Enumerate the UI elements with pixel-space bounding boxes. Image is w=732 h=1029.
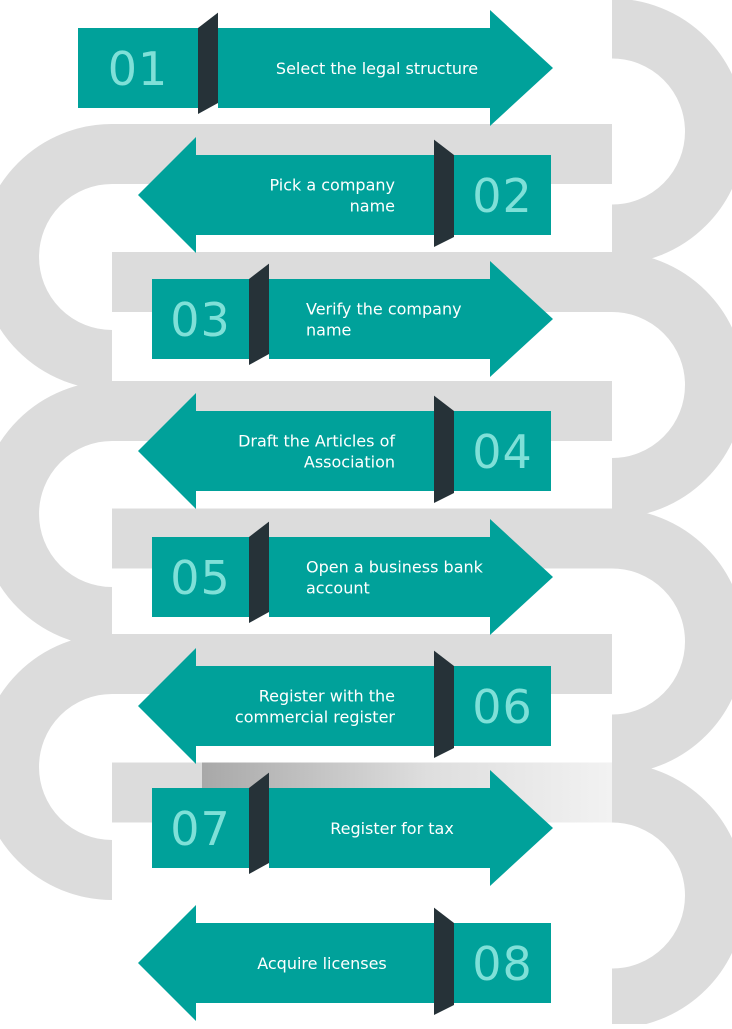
step-arrow — [138, 648, 434, 764]
step-number-box — [152, 279, 249, 359]
step-number-box — [454, 923, 551, 1003]
track-curve — [0, 124, 113, 390]
step-number: 05 — [170, 551, 231, 605]
step-fold — [249, 263, 269, 365]
step-04: 04 Draft the Articles of Association — [138, 393, 551, 509]
step-05: 05 Open a business bank account — [152, 519, 553, 635]
track-curve — [611, 0, 732, 265]
step-fold — [249, 521, 269, 623]
step-arrow — [269, 770, 553, 886]
step-fold — [249, 772, 269, 874]
step-arrow — [138, 905, 434, 1021]
step-label: Register for tax — [330, 819, 454, 838]
steps: 01 Select the legal structure 02 Pick a com… — [78, 10, 553, 1021]
step-06: 06 Register with the commercial register — [138, 648, 551, 764]
step-number: 07 — [170, 802, 231, 856]
step-number: 03 — [170, 293, 231, 347]
step-label: Open a business bank — [306, 558, 484, 577]
step-number-box — [152, 788, 249, 868]
step-fold — [198, 12, 218, 115]
step-number: 06 — [472, 680, 533, 734]
step-label: Acquire licenses — [257, 954, 387, 973]
step-fold — [434, 907, 454, 1015]
step-number-box — [454, 666, 551, 746]
step-07: 07 Register for tax — [152, 770, 553, 886]
step-number-box — [78, 28, 198, 108]
step-label: Verify the company — [306, 300, 462, 319]
step-label: account — [306, 579, 370, 598]
step-arrow — [269, 261, 553, 377]
step-label: Association — [304, 453, 395, 472]
step-02: 02 Pick a company name — [138, 137, 551, 253]
track-curve — [611, 252, 732, 518]
step-number: 02 — [472, 169, 533, 223]
step-01: 01 Select the legal structure — [78, 10, 553, 126]
track-curve — [0, 381, 113, 647]
track-curve — [0, 634, 113, 900]
step-label: name — [350, 197, 395, 216]
step-arrow — [218, 10, 553, 126]
step-number: 08 — [472, 937, 533, 991]
step-fold — [434, 139, 454, 247]
step-number: 01 — [108, 42, 169, 96]
step-number-box — [454, 411, 551, 491]
step-label: Register with the — [259, 687, 395, 706]
step-label: Pick a company — [269, 176, 395, 195]
step-arrow — [269, 519, 553, 635]
step-number-box — [454, 155, 551, 235]
step-03: 03 Verify the company name — [152, 261, 553, 377]
step-number: 04 — [472, 425, 533, 479]
track-final-curve — [611, 762, 732, 1029]
step-fold — [434, 395, 454, 503]
step-label: Select the legal structure — [276, 59, 478, 78]
step-arrow — [138, 393, 434, 509]
step-label: commercial register — [235, 708, 396, 727]
step-fold — [434, 650, 454, 758]
step-label: Draft the Articles of — [238, 432, 395, 451]
step-number-box — [152, 537, 249, 617]
step-arrow — [138, 137, 434, 253]
track-curve — [611, 508, 732, 775]
step-08: 08 Acquire licenses — [138, 905, 551, 1021]
step-label: name — [306, 321, 351, 340]
